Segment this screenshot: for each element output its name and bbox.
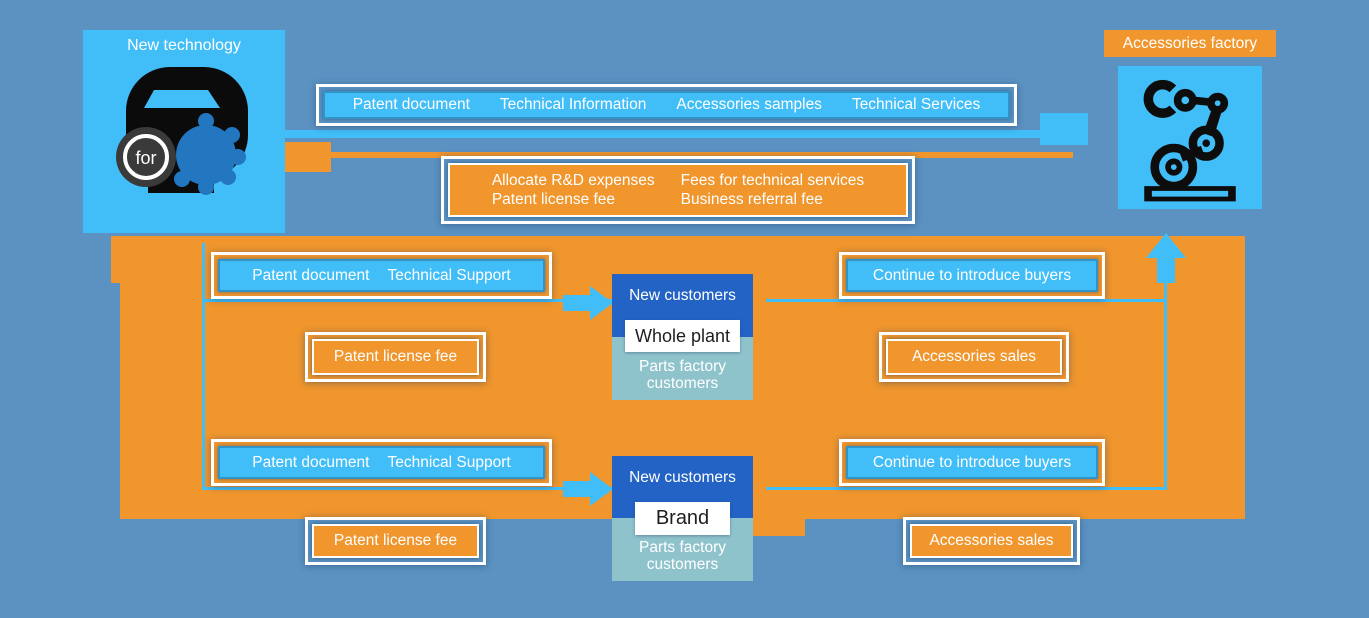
row2-sales-box: Accessories sales [910,524,1073,558]
top-flow-frame: Patent document Technical Information Ac… [316,84,1017,126]
arrow-up-icon [1146,233,1186,258]
supply-line [285,130,1062,138]
fees-left-column: Allocate R&D expenses Patent license fee [492,171,655,209]
new-technology-title: New technology [127,37,241,54]
fee-item: Business referral fee [680,191,823,208]
row2-referral-frame: Continue to introduce buyers [839,439,1105,486]
offer-item: Technical Support [387,453,511,471]
license-fee-label: Patent license fee [333,348,458,365]
offer-item: Patent document [252,266,370,284]
licensing-area-bottom-tab [753,519,805,536]
svg-text:for: for [135,148,156,168]
connector-h-row2-right [766,487,1167,490]
row2-offer-box: Patent document Technical Support [218,446,545,479]
new-customers-label: New customers [629,287,736,304]
fees-box: Allocate R&D expenses Patent license fee… [448,163,908,217]
row1-license-fee-frame: Patent license fee [305,332,486,382]
parts-factory-label: Parts factory customers [639,358,726,392]
row1-referral-box: Continue to introduce buyers [846,259,1098,292]
row1-sales-frame: Accessories sales [879,332,1069,382]
arrow-right-icon [563,286,613,320]
arrow-right-icon [563,472,613,506]
fees-frame: Allocate R&D expenses Patent license fee… [441,156,915,224]
row2-offer-frame: Patent document Technical Support [211,439,552,486]
row1-license-fee-box: Patent license fee [312,339,479,375]
top-flow-item: Technical Services [851,96,981,113]
accessories-factory-title: Accessories factory [1122,34,1258,52]
top-flow-item: Accessories samples [676,96,822,113]
sales-label: Accessories sales [911,348,1037,365]
robot-arm-icon [1143,79,1236,202]
row1-whole-plant-tag: Whole plant [625,320,740,352]
fee-line [300,152,1073,158]
technology-hand-icon: for [116,67,248,195]
row2-sales-frame: Accessories sales [903,517,1080,565]
fee-item: Fees for technical services [680,172,865,189]
referral-label: Continue to introduce buyers [872,266,1072,284]
license-fee-label: Patent license fee [333,532,458,549]
fee-item: Patent license fee [491,191,616,208]
tag-label: Brand [655,507,710,529]
top-flow-item: Patent document [352,96,470,113]
arrow-up-body [1157,258,1175,283]
referral-label: Continue to introduce buyers [872,453,1072,471]
row2-referral-box: Continue to introduce buyers [846,446,1098,479]
row2-brand-tag: Brand [635,502,730,535]
sales-label: Accessories sales [929,532,1054,549]
top-flow-item: Technical Information [499,96,647,113]
tag-label: Whole plant [634,325,731,346]
connector-h-row2-left [203,487,613,490]
connector-h-row1-right [766,299,1167,302]
row1-referral-frame: Continue to introduce buyers [839,252,1105,299]
new-customers-label: New customers [629,469,736,486]
row2-license-fee-frame: Patent license fee [305,517,486,565]
row1-offer-frame: Patent document Technical Support [211,252,552,299]
new-technology-card: New technology for [83,30,285,233]
row1-sales-box: Accessories sales [886,339,1062,375]
fee-item: Allocate R&D expenses [491,172,655,189]
accessories-factory-label: Accessories factory [1104,30,1276,57]
offer-item: Patent document [252,453,370,471]
supply-line-end-block [1040,113,1088,145]
connector-v-left [202,243,205,490]
licensing-area-left-tab [111,236,120,283]
connector-v-right [1164,282,1167,490]
fees-right-column: Fees for technical services Business ref… [681,171,865,209]
accessories-factory-card [1118,66,1262,209]
row2-license-fee-box: Patent license fee [312,524,479,558]
offer-item: Technical Support [387,266,511,284]
parts-factory-label: Parts factory customers [639,539,726,573]
connector-h-row1-left [203,299,613,302]
top-flow-box: Patent document Technical Information Ac… [323,91,1010,119]
row1-offer-box: Patent document Technical Support [218,259,545,292]
